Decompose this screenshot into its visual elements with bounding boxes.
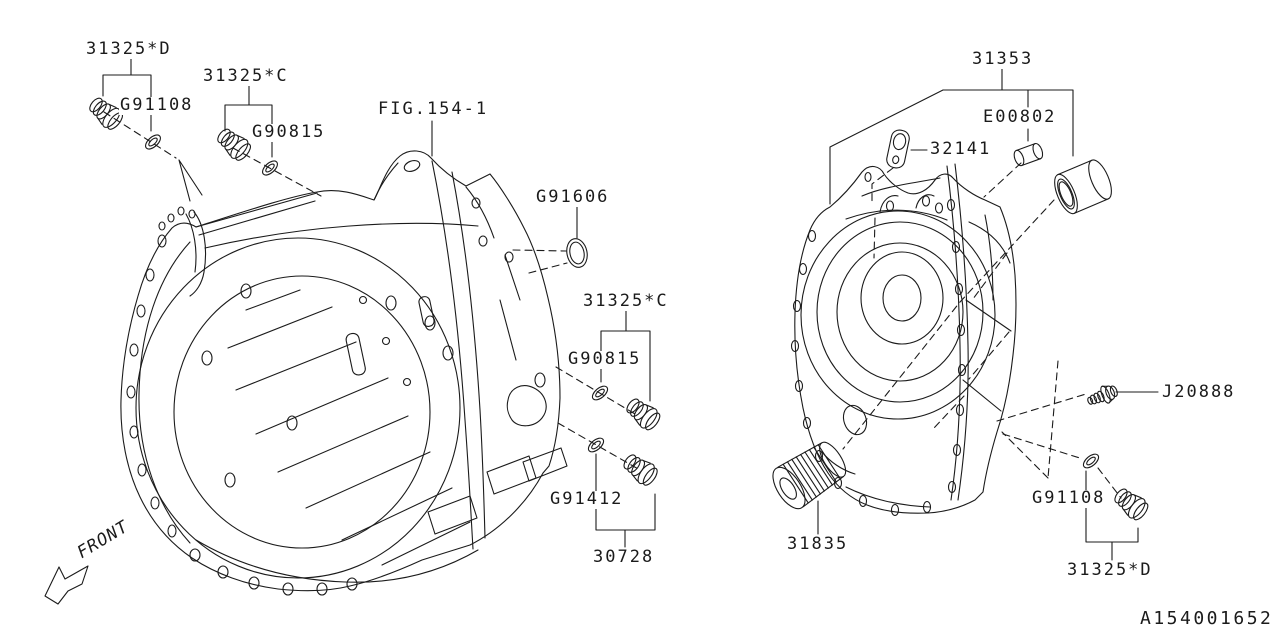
callout-31835: 31835 [786,534,850,554]
sheet-code-label: A154001652 [1140,608,1274,629]
callout-g91606: G91606 [535,187,611,207]
drain-plug-30728-icon [619,449,662,490]
callout-j20888: J20888 [1161,382,1237,402]
callout-31353: 31353 [971,49,1035,69]
right-case-drawing [790,163,1017,517]
callout-g91412: G91412 [549,489,625,509]
callout-31325c-mid: 31325*C [582,291,670,311]
dowel-pin-icon [1011,141,1046,168]
sealing-washer-left-d-icon [142,131,164,153]
stay-plate-icon [884,127,912,171]
oil-strainer-icon [772,441,847,510]
left-case-drawing [120,150,568,596]
callout-g90815-left: G90815 [251,122,327,142]
drain-plug-mid-c-icon [621,393,664,434]
callout-32141: 32141 [929,139,993,159]
callout-31325c-left: 31325*C [202,66,290,86]
o-ring-icon [563,236,591,270]
flange-bolt-icon [1084,381,1121,411]
callout-g90815-mid: G90815 [567,349,643,369]
figure-ref-label: FIG.154-1 [377,99,490,119]
sealing-washer-g91412-icon [585,434,607,456]
drain-plug-right-d-icon [1109,483,1152,524]
bushing-icon [1049,156,1117,218]
callout-e00802: E00802 [982,107,1058,127]
callout-31325d-right: 31325*D [1066,560,1154,580]
callout-g91108-right: G91108 [1031,488,1107,508]
callout-g91108-left: G91108 [119,95,195,115]
front-arrow-icon [44,565,89,605]
drain-plug-left-c-icon [212,123,255,165]
callout-31325d-left: 31325*D [85,39,173,59]
callout-30728: 30728 [592,547,656,567]
